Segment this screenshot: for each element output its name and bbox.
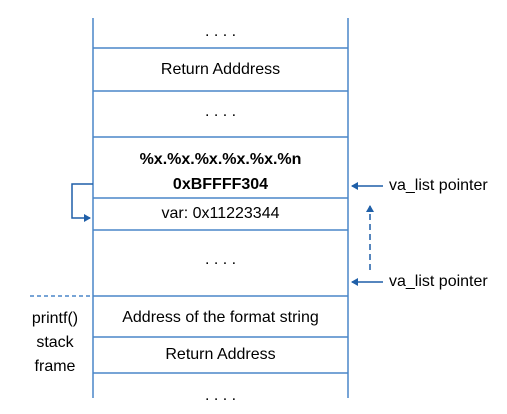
cell-dots-middle: . . . . <box>204 251 237 268</box>
cell-format-string-address: Address of the format string <box>122 309 319 326</box>
cell-top-dots: . . . . <box>204 23 237 40</box>
format-to-var-arrow <box>71 183 93 222</box>
va-list-pointer-label-lower: va_list pointer <box>389 273 488 290</box>
va-list-pointer-label-upper: va_list pointer <box>389 177 488 194</box>
frame-label-line-2: stack <box>36 334 74 351</box>
cell-return-address-lower: Return Address <box>165 346 276 363</box>
frame-label-line-1: printf() <box>31 310 79 327</box>
cell-format-string: %x.%x.%x.%x.%x.%n <box>139 151 302 168</box>
cell-return-address-upper: Return Adddress <box>160 61 281 78</box>
frame-label-line-3: frame <box>34 358 76 375</box>
stack-cell-dividers <box>93 47 348 374</box>
cell-format-address: 0xBFFFF304 <box>172 176 269 193</box>
cell-var-value: var: 0x11223344 <box>161 205 280 222</box>
cell-dots-after-return: . . . . <box>204 103 237 120</box>
cell-bottom-dots: . . . . <box>204 387 237 404</box>
